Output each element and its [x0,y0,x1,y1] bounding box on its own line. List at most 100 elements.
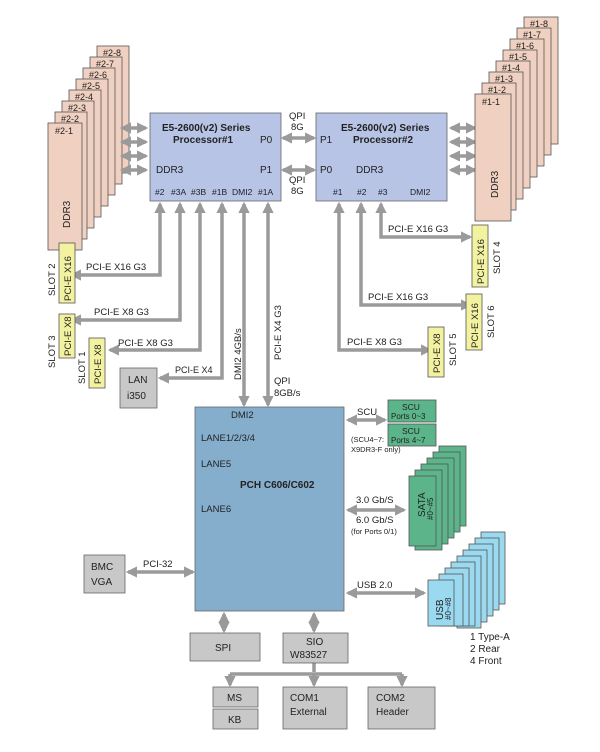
com1-label: COM1 [290,693,319,704]
sata-note: (for Ports 0/1) [351,527,397,536]
pch-lane6: LANE6 [201,504,231,515]
kb-label: KB [228,715,242,726]
cpu2-ddr3: DDR3 [356,165,384,176]
cpu2-port: #1 [333,187,343,197]
ms-kb-block: MS KB [212,686,259,730]
usb-legend: 1 Type-A [470,632,510,643]
dimm-label: #2-2 [61,114,79,124]
scu-box2-label: SCU [402,426,420,436]
scu-box1-ports: Ports 0~3 [391,412,426,421]
qpi-pch-speed: 8GB/s [274,388,301,399]
slot-name: SLOT 3 [47,335,58,368]
dimm-label: #1-8 [530,19,548,29]
dimm-right-links [448,122,478,176]
pcie-x4-link-label: PCI-E X4 G3 [273,305,284,360]
slot3-link-label: PCI-E X8 G3 [94,307,149,318]
dimm-stack-left: #2-8 #2-7 #2-6 #2-5 #2-4 #2-3 #2-2 #2-1 … [47,45,130,251]
lan-link-label: PCI-E X4 [175,365,213,375]
dimm-label: #1-3 [495,74,513,84]
usb-legend: 2 Rear [470,644,501,655]
cpu1-port: DMI2 [232,187,253,197]
dimm-stack-right: #1-8 #1-7 #1-6 #1-5 #1-4 #1-3 #1-2 #1-1 … [474,16,559,222]
slot-type: PCI-E X8 [63,316,74,356]
sio-chip: SIO W83527 [282,632,349,664]
bmc-link-label: PCI-32 [143,559,173,570]
cpu2-port: #3 [378,187,388,197]
dimm-label: #2-8 [103,48,121,58]
bmc-group: BMC VGA PCI-32 [83,554,196,594]
qpi-mid-label: QPI [289,175,305,186]
scu-note-line2: X9DR3-F only) [351,445,401,454]
spi-label: SPI [215,643,231,654]
slot-type: PCI-E X16 [476,239,487,284]
processor-1: E5-2600(v2) Series Processor#1 P0 DDR3 P… [149,112,282,202]
slot-type: PCI-E X16 [470,303,481,348]
sio-label: SIO [306,637,323,648]
scu-group: SCU SCU Ports 0~3 SCU Ports 4~7 (SCU4~7:… [345,399,437,454]
usb-label: USB [435,599,446,620]
slot-type: PCI-E X8 [432,333,443,373]
com2-label: COM2 [376,693,405,704]
cpu1-port: #1A [258,187,273,197]
dimm-left-links [119,122,149,176]
pch-dmi2: DMI2 [231,410,254,421]
cpu2-port: DMI2 [410,187,431,197]
sata-speed1: 3.0 Gb/S [356,495,394,506]
cpu1-title: E5-2600(v2) Series [162,123,251,134]
slot-6: PCI-E X16 SLOT 6 [465,293,497,351]
pch-lane5: LANE5 [201,459,231,470]
slot-type: PCI-E X16 [63,256,74,301]
dimm-label: #2-4 [75,92,93,102]
slot-3: PCI-E X8 SLOT 3 [47,313,76,368]
sata-group: 3.0 Gb/S 6.0 Gb/S (for Ports 0/1) SATA #… [345,445,467,551]
dimm-label: #1-5 [509,52,527,62]
cpu1-ddr3: DDR3 [156,165,184,176]
cpu1-p1: P1 [260,165,273,176]
sata-ports: #0~#5 [426,497,435,520]
usb-link-label: USB 2.0 [357,580,392,591]
processor-2: E5-2600(v2) Series Processor#2 P1 P0 DDR… [315,112,448,202]
dimm-label: #2-5 [82,81,100,91]
sata-speed2: 6.0 Gb/S [356,515,394,526]
slot-2: PCI-E X16 SLOT 2 [47,242,76,304]
com2-block: COM2 Header [367,686,436,730]
qpi-top-speed: 8G [291,122,304,133]
slot6-link-label: PCI-E X16 G3 [368,292,428,303]
slot4-link-label: PCI-E X16 G3 [388,224,448,235]
slot-5: PCI-E X8 SLOT 5 [427,326,459,378]
cpu1-downlinks [69,201,274,408]
dimm-label: #2-3 [68,103,86,113]
usb-ports: #0~#8 [444,597,453,620]
dmi-link-label: DMI2 4GB/s [233,328,244,380]
cpu1-port: #2 [155,187,165,197]
cpu2-downlinks [333,201,473,356]
scu-link-label: SCU [357,407,377,418]
scu-note-line1: (SCU4~7: [351,435,384,444]
bmc-label: BMC [91,562,113,573]
dimm-label: #2-6 [89,70,107,80]
slot-4: PCI-E X16 SLOT 4 [471,224,503,288]
qpi-top-label: QPI [289,111,305,122]
lower-links [218,611,408,688]
dimm-label: #1-4 [502,63,520,73]
slot-name: SLOT 4 [492,241,503,274]
sata-label: SATA [417,492,428,517]
spi-chip: SPI [189,632,261,662]
dimm-type-label: DDR3 [490,170,501,198]
cpu2-port: #2 [357,187,367,197]
slot-name: SLOT 5 [448,333,459,366]
qpi-links: QPI 8G QPI 8G [280,111,317,197]
qpi-mid-speed: 8G [291,186,304,197]
cpu1-subtitle: Processor#1 [173,135,233,146]
slot1-link-label: PCI-E X8 G3 [118,338,173,349]
scu-box1-label: SCU [402,402,420,412]
pch-chip: DMI2 LANE1/2/3/4 LANE5 PCH C606/C602 LAN… [194,406,345,612]
slot2-link-label: PCI-E X16 G3 [86,262,146,273]
qpi-pch-label: QPI [274,376,290,387]
cpu2-subtitle: Processor#2 [353,135,413,146]
cpu2-p1: P1 [320,135,333,146]
slot-name: SLOT 1 [77,351,88,384]
lan-chip: LAN i350 [119,367,158,409]
slot-name: SLOT 2 [47,263,58,296]
com1-type: External [290,707,327,718]
